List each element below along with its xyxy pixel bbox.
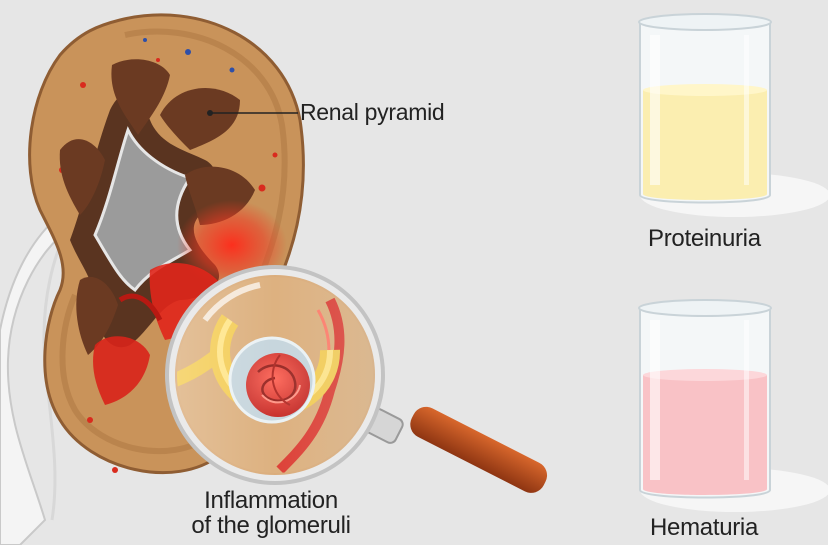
label-inflammation-line1: Inflammation xyxy=(204,487,338,514)
renal-pyramid-leader xyxy=(207,110,298,116)
label-renal-pyramid: Renal pyramid xyxy=(300,99,445,125)
proteinuria-beaker-icon xyxy=(638,13,828,217)
label-proteinuria: Proteinuria xyxy=(648,225,761,252)
hematuria-beaker-icon xyxy=(638,299,828,512)
label-inflammation-line2: of the glomeruli xyxy=(191,512,351,540)
label-hematuria: Hematuria xyxy=(650,514,759,541)
magnifying-glass-icon xyxy=(165,265,548,493)
label-inflammation-glomeruli: Inflammation of the glomeruli xyxy=(186,487,356,540)
